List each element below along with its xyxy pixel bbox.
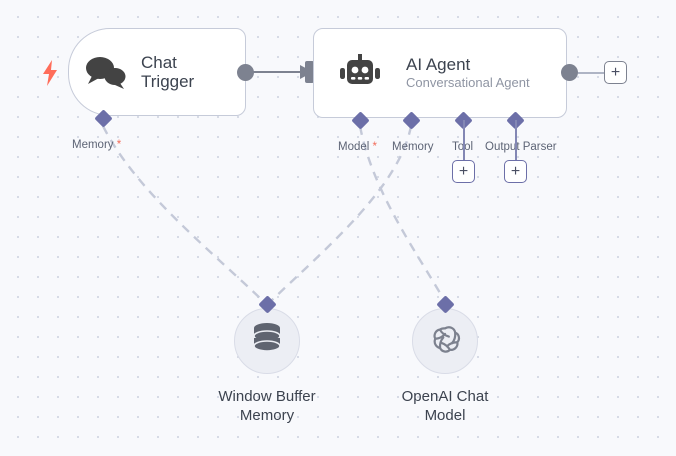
- add-output-parser-button[interactable]: +: [504, 160, 527, 183]
- output-parser-add-stub: [514, 120, 517, 161]
- chat-trigger-port-memory-label: Memory *: [72, 139, 121, 151]
- required-asterisk: *: [113, 139, 122, 151]
- ai-agent-port-memory-label: Memory: [392, 141, 434, 153]
- tool-add-stub: [462, 120, 465, 161]
- required-asterisk: *: [369, 141, 377, 153]
- add-tool-button[interactable]: +: [452, 160, 475, 183]
- ai-agent-input-connector[interactable]: [305, 61, 314, 83]
- node-window-buffer-memory[interactable]: [234, 308, 300, 374]
- ai-agent-output-connector[interactable]: [561, 64, 578, 81]
- window-buffer-memory-label: Window Buffer Memory: [218, 388, 316, 424]
- ai-agent-port-model-label: Model *: [338, 141, 377, 153]
- ai-agent-port-output-parser-label: Output Parser: [485, 141, 557, 153]
- chat-trigger-output-connector[interactable]: [237, 64, 254, 81]
- chat-trigger-text: Chat Trigger: [141, 53, 194, 91]
- add-node-button[interactable]: +: [604, 61, 627, 84]
- ai-agent-title: AI Agent: [406, 55, 471, 75]
- robot-icon: [314, 54, 406, 92]
- chat-bubbles-icon: [69, 54, 141, 90]
- node-chat-trigger[interactable]: Chat Trigger: [68, 28, 246, 116]
- ai-agent-subtitle: Conversational Agent: [406, 75, 530, 91]
- chat-trigger-title: Chat Trigger: [141, 52, 195, 91]
- port-label-text: Memory: [72, 139, 114, 151]
- node-ai-agent[interactable]: AI Agent Conversational Agent: [313, 28, 567, 118]
- edge-chat-memory-to-window-buffer: [101, 125, 263, 301]
- openai-logo-icon: [428, 322, 462, 361]
- ai-agent-text: AI Agent Conversational Agent: [406, 55, 530, 91]
- lightning-bolt-icon: [42, 60, 58, 90]
- port-label-text: Model: [338, 141, 370, 153]
- node-openai-chat-model[interactable]: [412, 308, 478, 374]
- database-icon: [251, 322, 283, 361]
- openai-chat-model-label: OpenAI Chat Model: [401, 388, 489, 424]
